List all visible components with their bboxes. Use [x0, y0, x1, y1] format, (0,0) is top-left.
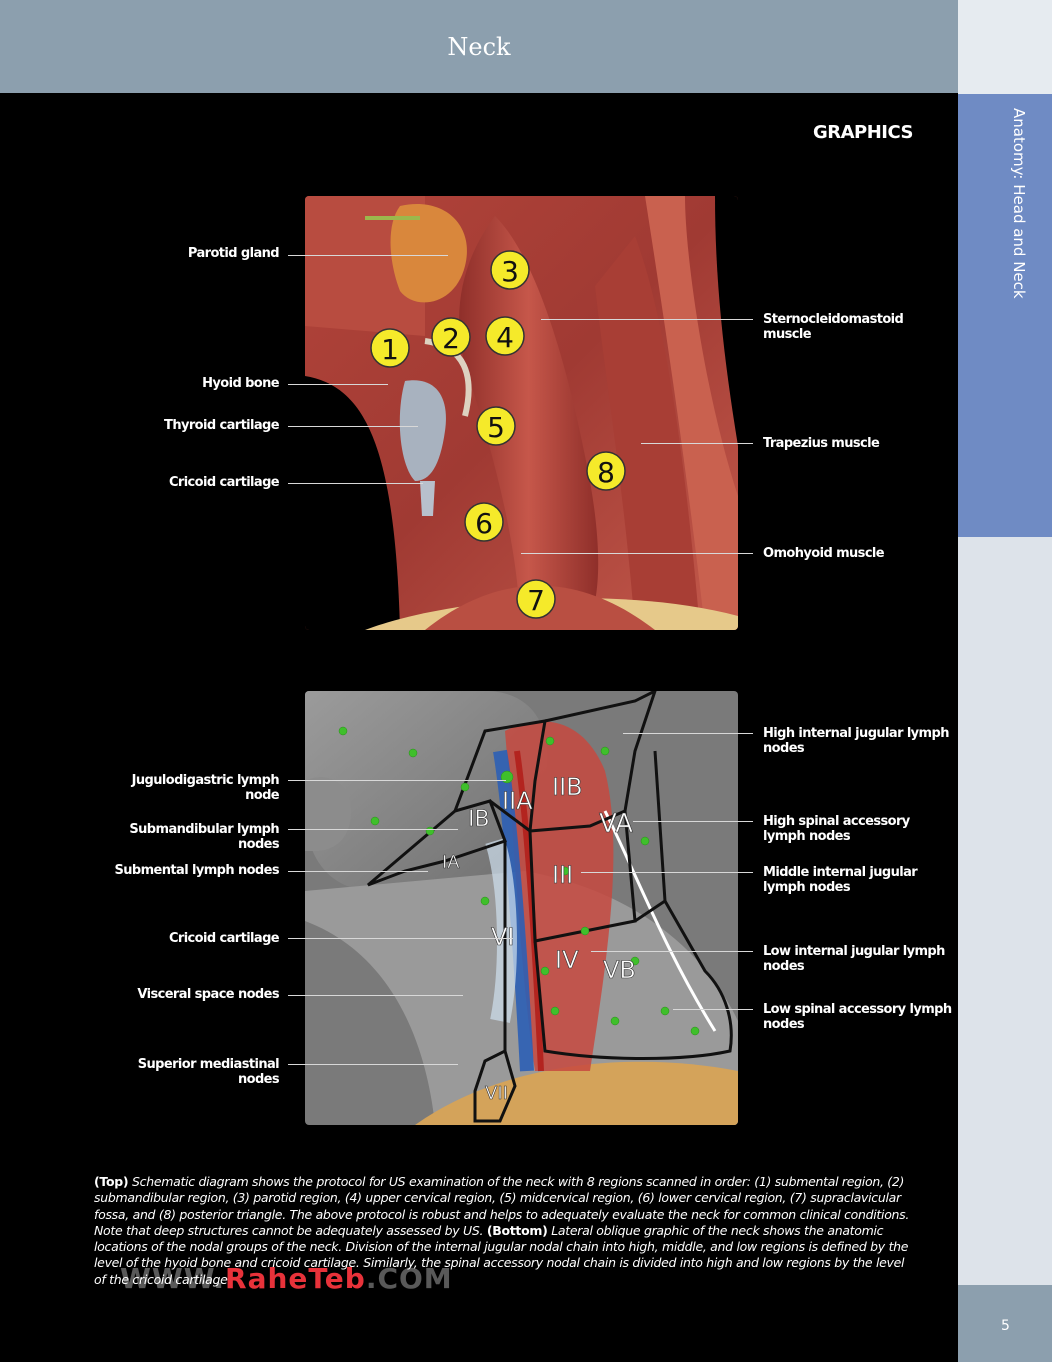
- leader-hyoid-bone: [288, 384, 388, 385]
- side-strip-middle: [958, 537, 1052, 1285]
- leader-omohyoid: [521, 553, 753, 554]
- watermark-brand: RaheTeb: [225, 1262, 366, 1295]
- level-iib: IIB: [552, 773, 583, 801]
- label-cricoid-cartilage-top: Cricoid cartilage: [168, 475, 280, 490]
- chapter-tab-label: Anatomy: Head and Neck: [1010, 108, 1028, 299]
- level-iii: III: [552, 861, 573, 889]
- region-marker-3: [490, 250, 530, 290]
- header-title: Neck: [447, 32, 511, 61]
- region-marker-4-label: 4: [496, 321, 514, 354]
- region-marker-1: [370, 328, 410, 368]
- side-strip-bottom: [958, 1285, 1052, 1362]
- region-marker-6-label: 6: [475, 507, 493, 540]
- region-marker-4: [485, 316, 525, 356]
- label-omohyoid: Omohyoid muscle: [763, 546, 885, 561]
- label-submental: Submental lymph nodes: [114, 863, 279, 878]
- caption-top-text: Schematic diagram shows the protocol for…: [94, 1174, 910, 1238]
- label-low-internal-jugular: Low internal jugular lymph nodes: [763, 944, 945, 974]
- leader-trapezius: [641, 443, 753, 444]
- label-trapezius: Trapezius muscle: [763, 436, 880, 451]
- level-vb: VB: [603, 956, 636, 984]
- region-marker-2-label: 2: [442, 322, 460, 355]
- label-jugulodigastric: Jugulodigastric lymph node: [131, 773, 280, 803]
- level-iv: IV: [555, 946, 579, 974]
- region-marker-2: [431, 317, 471, 357]
- label-thyroid-cartilage: Thyroid cartilage: [164, 418, 280, 433]
- caption-bottom-text: Lateral oblique graphic of the neck show…: [94, 1222, 909, 1287]
- level-labels: IA IB IIA IIB III IV VA VB VI VII: [442, 773, 636, 1105]
- region-marker-5: [476, 406, 516, 446]
- region-marker-1-label: 1: [381, 333, 399, 366]
- leader-submandibular: [288, 829, 458, 830]
- region-marker-7-label: 7: [527, 584, 545, 617]
- watermark-suffix: .COM: [365, 1262, 453, 1295]
- label-low-spinal-accessory: Low spinal accessory lymph nodes: [763, 1002, 952, 1032]
- region-markers: 1 2 3 4 5 6 7 8: [370, 250, 626, 619]
- label-superior-mediastinal: Superior mediastinal nodes: [137, 1057, 280, 1087]
- leader-submental: [288, 871, 428, 872]
- page-header: Neck: [0, 0, 958, 93]
- section-title: GRAPHICS: [812, 122, 914, 143]
- leader-superior-mediastinal: [288, 1064, 458, 1065]
- label-visceral-space: Visceral space nodes: [137, 987, 279, 1002]
- level-va: VA: [599, 809, 633, 839]
- region-marker-3-label: 3: [501, 255, 519, 288]
- leader-sternocleidomastoid: [541, 319, 753, 320]
- leader-parotid-gland: [288, 255, 448, 256]
- label-high-spinal-accessory: High spinal accessory lymph nodes: [763, 814, 910, 844]
- label-submandibular: Submandibular lymph nodes: [129, 822, 279, 852]
- region-marker-7: [516, 579, 556, 619]
- page-number: 5: [1001, 1318, 1010, 1334]
- label-hyoid-bone: Hyoid bone: [202, 376, 279, 391]
- level-ib: IB: [468, 807, 490, 832]
- level-vii: VII: [485, 1083, 508, 1104]
- neck-muscle-illustration: 1 2 3 4 5 6 7 8: [305, 196, 738, 630]
- label-cricoid-cartilage-bottom: Cricoid cartilage: [168, 931, 280, 946]
- leader-low-internal-jugular: [591, 951, 753, 952]
- leader-high-spinal-accessory: [633, 821, 753, 822]
- level-ia: IA: [442, 852, 460, 873]
- caption-top-tag: (Top): [94, 1174, 129, 1189]
- region-marker-5-label: 5: [487, 411, 505, 444]
- level-vi: VI: [491, 923, 515, 951]
- label-high-internal-jugular: High internal jugular lymph nodes: [763, 726, 949, 756]
- region-marker-6: [464, 502, 504, 542]
- label-sternocleidomastoid: Sternocleidomastoid muscle: [763, 312, 904, 342]
- leader-cricoid-cartilage-bottom: [288, 938, 513, 939]
- leader-jugulodigastric: [288, 780, 506, 781]
- chapter-tab[interactable]: [958, 94, 1052, 537]
- lymph-nodes: [338, 726, 700, 1036]
- region-marker-8: [586, 451, 626, 491]
- side-strip-top: [958, 0, 1052, 94]
- leader-high-internal-jugular: [623, 733, 753, 734]
- label-middle-internal-jugular: Middle internal jugular lymph nodes: [763, 865, 918, 895]
- lymph-node-level-illustration: IA IB IIA IIB III IV VA VB VI VII: [305, 691, 738, 1125]
- label-parotid-gland: Parotid gland: [187, 246, 280, 261]
- watermark-prefix: WWW.: [120, 1262, 226, 1295]
- caption-bottom-tag: (Bottom): [486, 1222, 548, 1238]
- leader-cricoid-cartilage-top: [288, 483, 423, 484]
- region-marker-8-label: 8: [597, 456, 615, 489]
- leader-visceral-space: [288, 995, 463, 996]
- level-iia: IIA: [502, 787, 533, 815]
- figure-caption: (Top) Schematic diagram shows the protoc…: [94, 1174, 914, 1288]
- leader-middle-internal-jugular: [581, 872, 753, 873]
- leader-low-spinal-accessory: [673, 1009, 753, 1010]
- watermark: WWW.RaheTeb.COM: [120, 1262, 453, 1295]
- leader-thyroid-cartilage: [288, 426, 418, 427]
